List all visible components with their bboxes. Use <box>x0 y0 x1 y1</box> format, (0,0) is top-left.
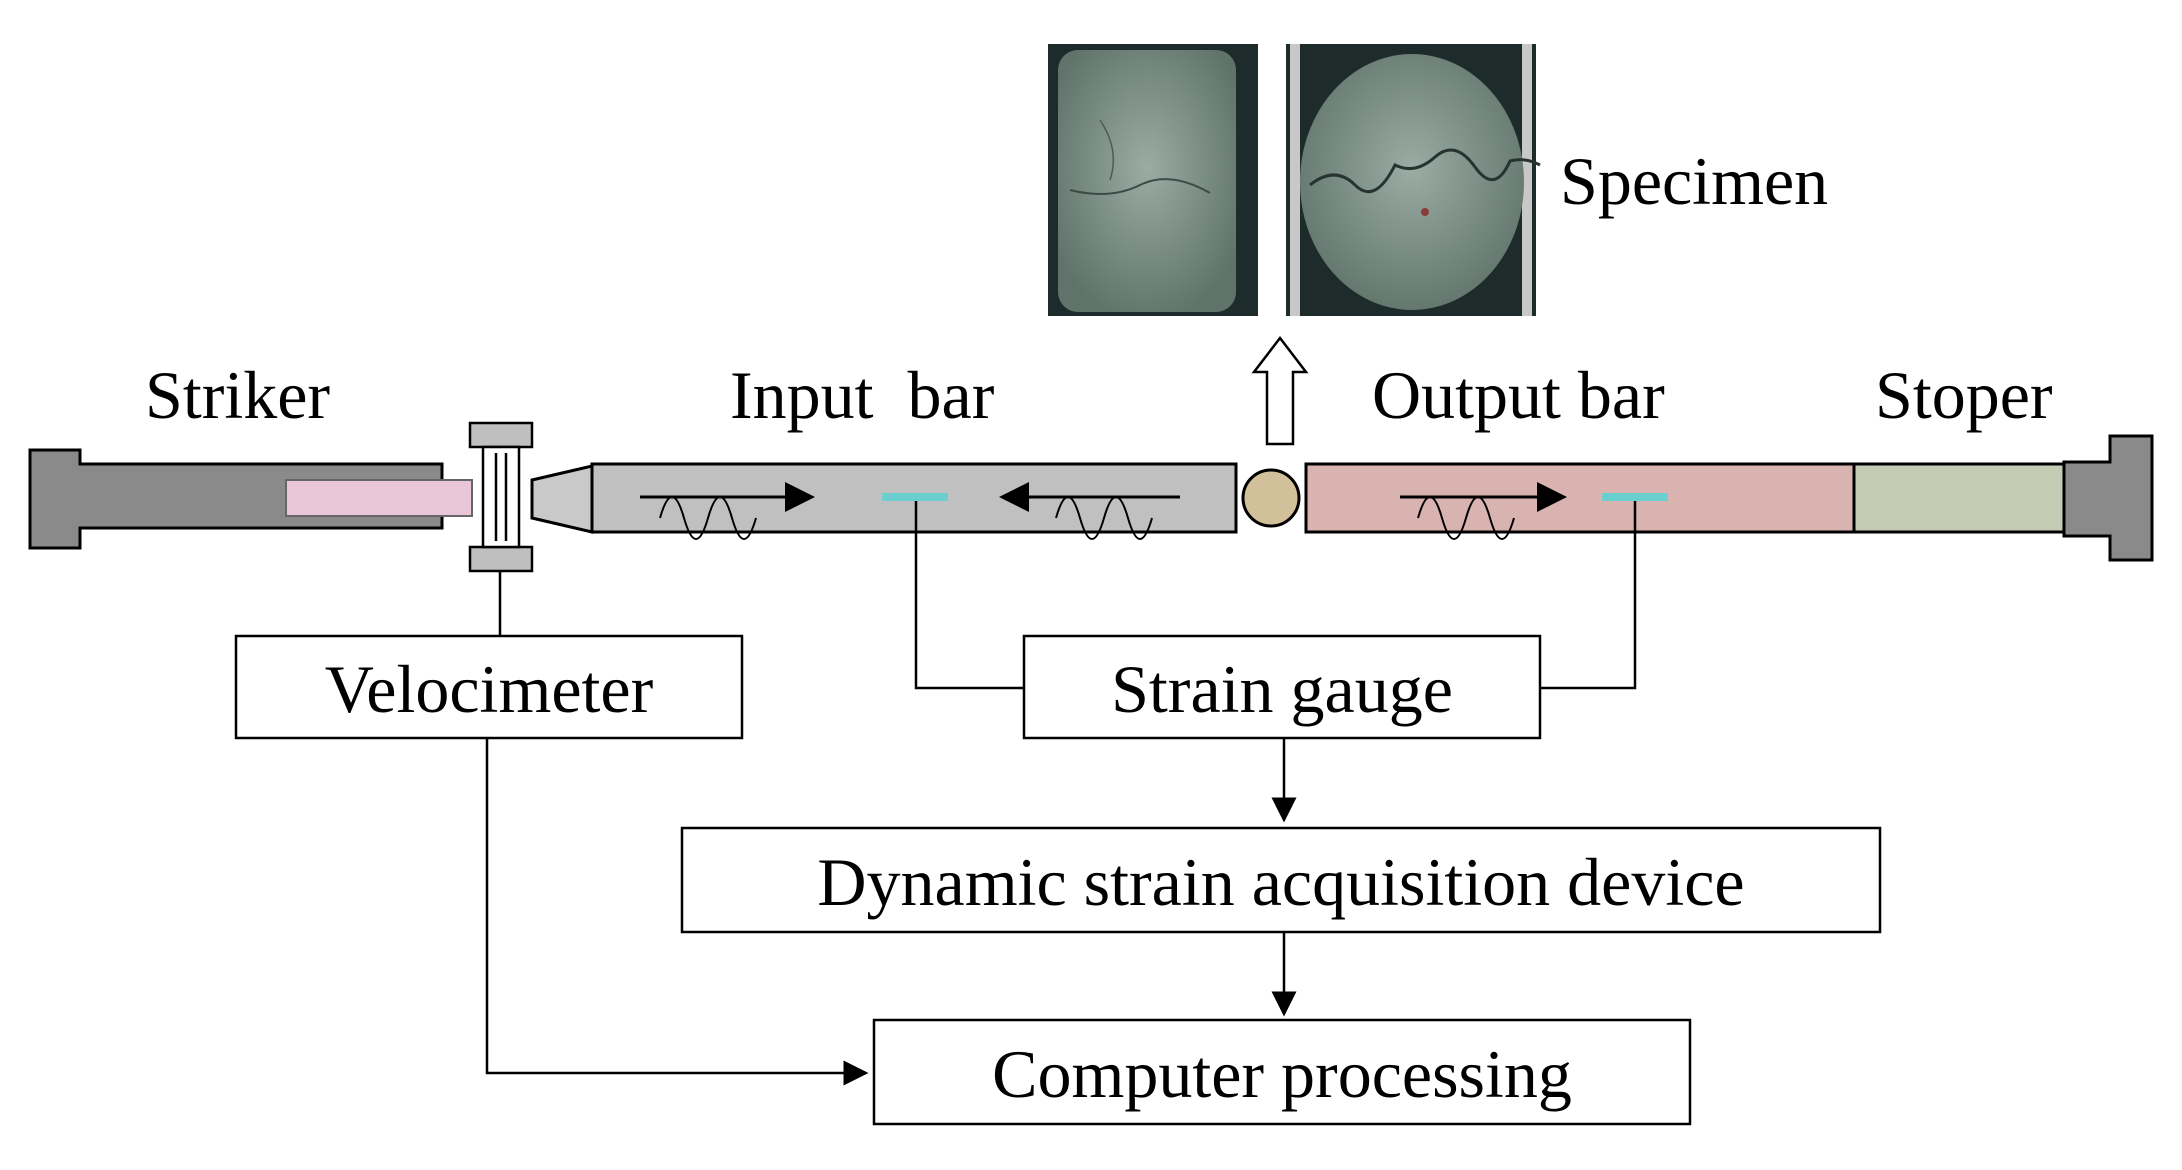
output-bar <box>1304 462 1856 534</box>
reflected-wave-arrow-icon <box>999 482 1180 540</box>
stoper-housing <box>2062 434 2154 562</box>
computer-box-label: Computer processing <box>992 1036 1572 1112</box>
velocimeter-box <box>234 634 744 740</box>
stoper-label: Stoper <box>1875 357 2053 433</box>
striker-rod <box>285 479 473 517</box>
computer-box <box>872 1018 1692 1126</box>
up-arrow-icon <box>1251 335 1309 446</box>
specimen-photo-side <box>1048 44 1258 316</box>
specimen-label: Specimen <box>1560 143 1828 219</box>
acquisition-box <box>680 826 1882 934</box>
specimen-photo-front <box>1286 44 1541 316</box>
specimen-ball <box>1241 468 1301 528</box>
output-bar-label: Output bar <box>1372 357 1665 433</box>
input-gauge-wire <box>914 501 1024 690</box>
incident-wave-arrow-icon <box>640 482 815 540</box>
velocimeter-box-label: Velocimeter <box>325 651 654 727</box>
input-bar-cone <box>530 464 594 534</box>
input-bar-label: Input bar <box>730 357 995 433</box>
striker-housing <box>28 448 444 550</box>
strain-gauge-box <box>1022 634 1542 740</box>
velocimeter-sensor <box>468 421 534 573</box>
transmitted-wave-arrow-icon <box>1400 482 1567 540</box>
velocimeter-to-computer-arrow <box>485 738 869 1086</box>
stoper-block <box>1852 462 2066 534</box>
input-strain-gauge <box>882 493 948 501</box>
output-gauge-wire <box>1540 501 1637 690</box>
striker-label: Striker <box>145 357 330 433</box>
acquisition-box-label: Dynamic strain acquisition device <box>817 844 1744 920</box>
output-strain-gauge <box>1602 493 1668 501</box>
strain-gauge-box-label: Strain gauge <box>1111 651 1453 727</box>
